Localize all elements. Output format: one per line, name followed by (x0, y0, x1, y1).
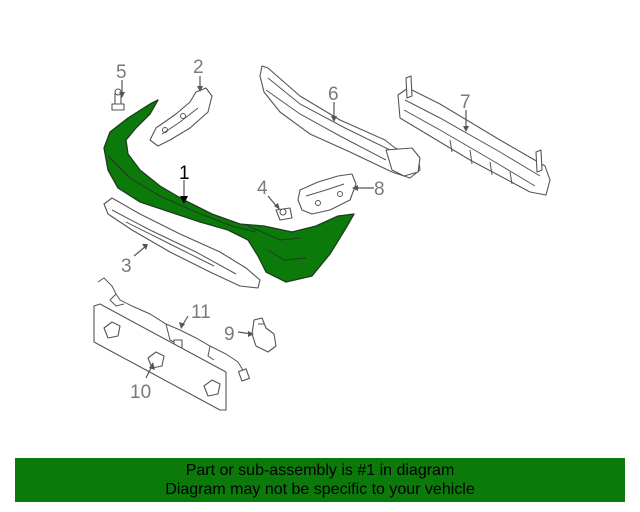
part-3-lower-lip[interactable] (103, 197, 261, 289)
callout-11: 11 (191, 302, 211, 323)
part-7-reinforcement-beam[interactable] (397, 75, 551, 196)
callout-4: 4 (257, 178, 268, 199)
callout-3: 3 (121, 256, 132, 277)
part-1-bumper-cover[interactable] (103, 99, 355, 283)
part-4-clip[interactable] (275, 207, 293, 221)
leader-lines (119, 76, 469, 379)
info-banner: Part or sub-assembly is #1 in diagram Di… (15, 458, 625, 502)
banner-line-1: Part or sub-assembly is #1 in diagram (185, 462, 455, 479)
banner-line-2: Diagram may not be specific to your vehi… (165, 481, 475, 498)
parts-diagram: 1 2 3 4 5 6 7 8 9 10 11 (93, 57, 551, 411)
callout-10: 10 (130, 382, 151, 403)
callout-numbers: 1 2 3 4 5 6 7 8 9 10 11 (116, 57, 471, 403)
callout-9: 9 (224, 324, 235, 345)
callout-8: 8 (374, 179, 385, 200)
callout-5: 5 (116, 62, 127, 83)
callout-1: 1 (179, 163, 190, 184)
part-9-parking-sensor[interactable] (251, 317, 277, 353)
callout-6: 6 (328, 84, 339, 105)
part-8-side-bracket[interactable] (297, 173, 357, 215)
callout-2: 2 (193, 57, 204, 78)
part-6-energy-absorber[interactable] (259, 65, 421, 179)
part-2-bracket[interactable] (149, 87, 213, 147)
part-5-clip[interactable] (111, 88, 125, 111)
callout-7: 7 (460, 92, 471, 113)
